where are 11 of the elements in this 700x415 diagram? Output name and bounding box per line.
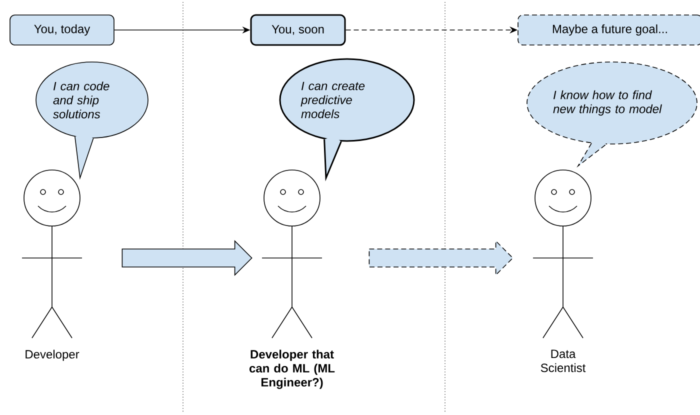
process-box: You, today xyxy=(10,14,114,46)
block-arrow xyxy=(122,240,252,276)
person-label: Developer xyxy=(26,350,80,361)
block-arrow xyxy=(368,240,514,276)
speech-bubble: I can create predictive models xyxy=(279,58,415,182)
person-label: Developer that can do ML (ML Engineer?) xyxy=(249,350,335,389)
speech-bubble: I know how to find new things to model xyxy=(526,62,698,168)
speech-bubble: I can code and ship solutions xyxy=(36,62,148,180)
process-box: You, soon xyxy=(250,14,346,46)
process-box: Maybe a future goal... xyxy=(518,14,700,46)
person-label: Data Scientist xyxy=(540,350,586,372)
